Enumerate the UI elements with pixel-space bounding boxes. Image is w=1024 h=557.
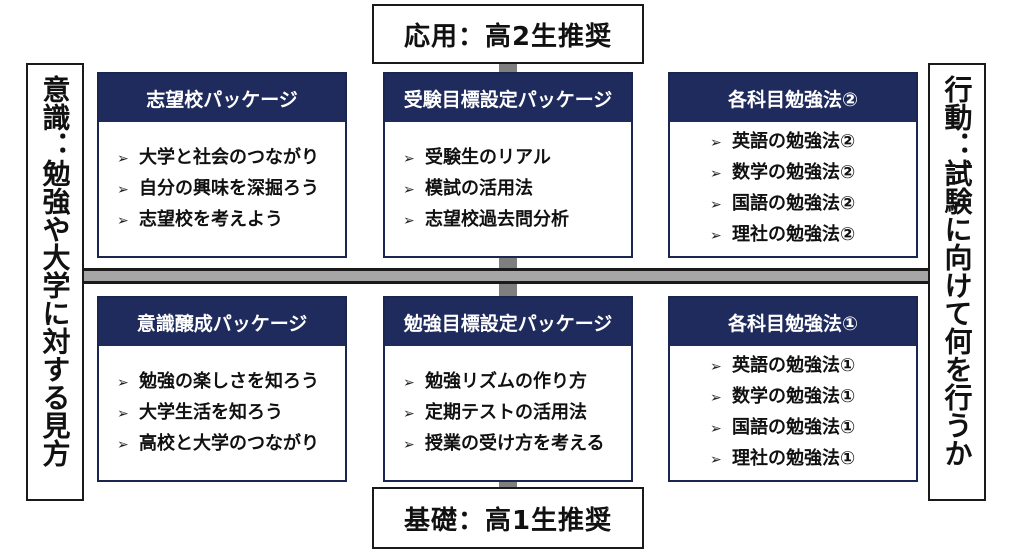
bullet-arrow-icon: ➢: [117, 212, 129, 229]
bullet-arrow-icon: ➢: [403, 436, 415, 453]
bullet-arrow-icon: ➢: [403, 181, 415, 198]
package-item: ➢理社の勉強法②: [710, 220, 916, 251]
package-card-shibokou: 志望校パッケージ ➢大学と社会のつながり ➢自分の興味を深掘ろう ➢志望校を考え…: [97, 72, 347, 258]
bullet-arrow-icon: ➢: [117, 436, 129, 453]
axis-label-right-text: 行動：試験に向けて何を行うか: [940, 75, 974, 467]
package-item: ➢自分の興味を深掘ろう: [117, 174, 345, 205]
package-item: ➢国語の勉強法②: [710, 189, 916, 220]
bullet-arrow-icon: ➢: [710, 390, 722, 406]
bullet-arrow-icon: ➢: [710, 421, 722, 437]
package-title: 勉強目標設定パッケージ: [385, 298, 631, 346]
package-items: ➢大学と社会のつながり ➢自分の興味を深掘ろう ➢志望校を考えよう: [99, 122, 345, 256]
axis-label-bottom: 基礎：高1生推奨: [372, 487, 644, 549]
package-title: 受験目標設定パッケージ: [385, 74, 631, 122]
package-items: ➢英語の勉強法① ➢数学の勉強法① ➢国語の勉強法① ➢理社の勉強法①: [670, 346, 916, 480]
bullet-arrow-icon: ➢: [710, 228, 722, 244]
package-item: ➢英語の勉強法①: [710, 351, 916, 382]
package-title: 各科目勉強法①: [670, 298, 916, 346]
package-title: 各科目勉強法②: [670, 74, 916, 122]
package-item: ➢数学の勉強法①: [710, 382, 916, 413]
bullet-arrow-icon: ➢: [117, 405, 129, 422]
package-item: ➢英語の勉強法②: [710, 127, 916, 158]
package-item: ➢大学生活を知ろう: [117, 398, 345, 429]
bullet-arrow-icon: ➢: [710, 359, 722, 375]
bullet-arrow-icon: ➢: [117, 374, 129, 391]
bullet-arrow-icon: ➢: [403, 405, 415, 422]
package-item: ➢受験生のリアル: [403, 143, 631, 174]
package-item: ➢高校と大学のつながり: [117, 429, 345, 460]
package-item: ➢定期テストの活用法: [403, 398, 631, 429]
package-items: ➢勉強の楽しさを知ろう ➢大学生活を知ろう ➢高校と大学のつながり: [99, 346, 345, 480]
package-item: ➢授業の受け方を考える: [403, 429, 631, 460]
bullet-arrow-icon: ➢: [403, 150, 415, 167]
package-items: ➢英語の勉強法② ➢数学の勉強法② ➢国語の勉強法② ➢理社の勉強法②: [670, 122, 916, 256]
axis-label-right: 行動：試験に向けて何を行うか: [928, 63, 986, 501]
package-item: ➢勉強の楽しさを知ろう: [117, 367, 345, 398]
package-item: ➢大学と社会のつながり: [117, 143, 345, 174]
axis-label-left: 意識：勉強や大学に対する見方: [26, 63, 84, 501]
package-title: 志望校パッケージ: [99, 74, 345, 122]
package-item: ➢志望校過去問分析: [403, 205, 631, 236]
bullet-arrow-icon: ➢: [403, 374, 415, 391]
bullet-arrow-icon: ➢: [403, 212, 415, 229]
package-card-ishiki-jousei: 意識醸成パッケージ ➢勉強の楽しさを知ろう ➢大学生活を知ろう ➢高校と大学のつ…: [97, 296, 347, 482]
bullet-arrow-icon: ➢: [117, 181, 129, 198]
package-title: 意識醸成パッケージ: [99, 298, 345, 346]
package-items: ➢受験生のリアル ➢模試の活用法 ➢志望校過去問分析: [385, 122, 631, 256]
package-item: ➢国語の勉強法①: [710, 413, 916, 444]
package-card-study-method-2: 各科目勉強法② ➢英語の勉強法② ➢数学の勉強法② ➢国語の勉強法② ➢理社の勉…: [668, 72, 918, 258]
package-card-juken-mokuhyo: 受験目標設定パッケージ ➢受験生のリアル ➢模試の活用法 ➢志望校過去問分析: [383, 72, 633, 258]
package-item: ➢志望校を考えよう: [117, 205, 345, 236]
package-item: ➢数学の勉強法②: [710, 158, 916, 189]
package-card-study-method-1: 各科目勉強法① ➢英語の勉強法① ➢数学の勉強法① ➢国語の勉強法① ➢理社の勉…: [668, 296, 918, 482]
bullet-arrow-icon: ➢: [710, 166, 722, 182]
axis-label-left-text: 意識：勉強や大学に対する見方: [38, 75, 72, 467]
package-item: ➢勉強リズムの作り方: [403, 367, 631, 398]
bullet-arrow-icon: ➢: [710, 452, 722, 468]
horizontal-axis: [60, 268, 960, 284]
bullet-arrow-icon: ➢: [117, 150, 129, 167]
package-items: ➢勉強リズムの作り方 ➢定期テストの活用法 ➢授業の受け方を考える: [385, 346, 631, 480]
package-item: ➢模試の活用法: [403, 174, 631, 205]
bullet-arrow-icon: ➢: [710, 197, 722, 213]
axis-label-bottom-text: 基礎：高1生推奨: [403, 505, 613, 536]
axis-label-top-text: 応用：高2生推奨: [403, 21, 613, 52]
axis-label-top: 応用：高2生推奨: [372, 4, 644, 64]
bullet-arrow-icon: ➢: [710, 135, 722, 151]
package-card-benkyo-mokuhyo: 勉強目標設定パッケージ ➢勉強リズムの作り方 ➢定期テストの活用法 ➢授業の受け…: [383, 296, 633, 482]
package-item: ➢理社の勉強法①: [710, 444, 916, 475]
